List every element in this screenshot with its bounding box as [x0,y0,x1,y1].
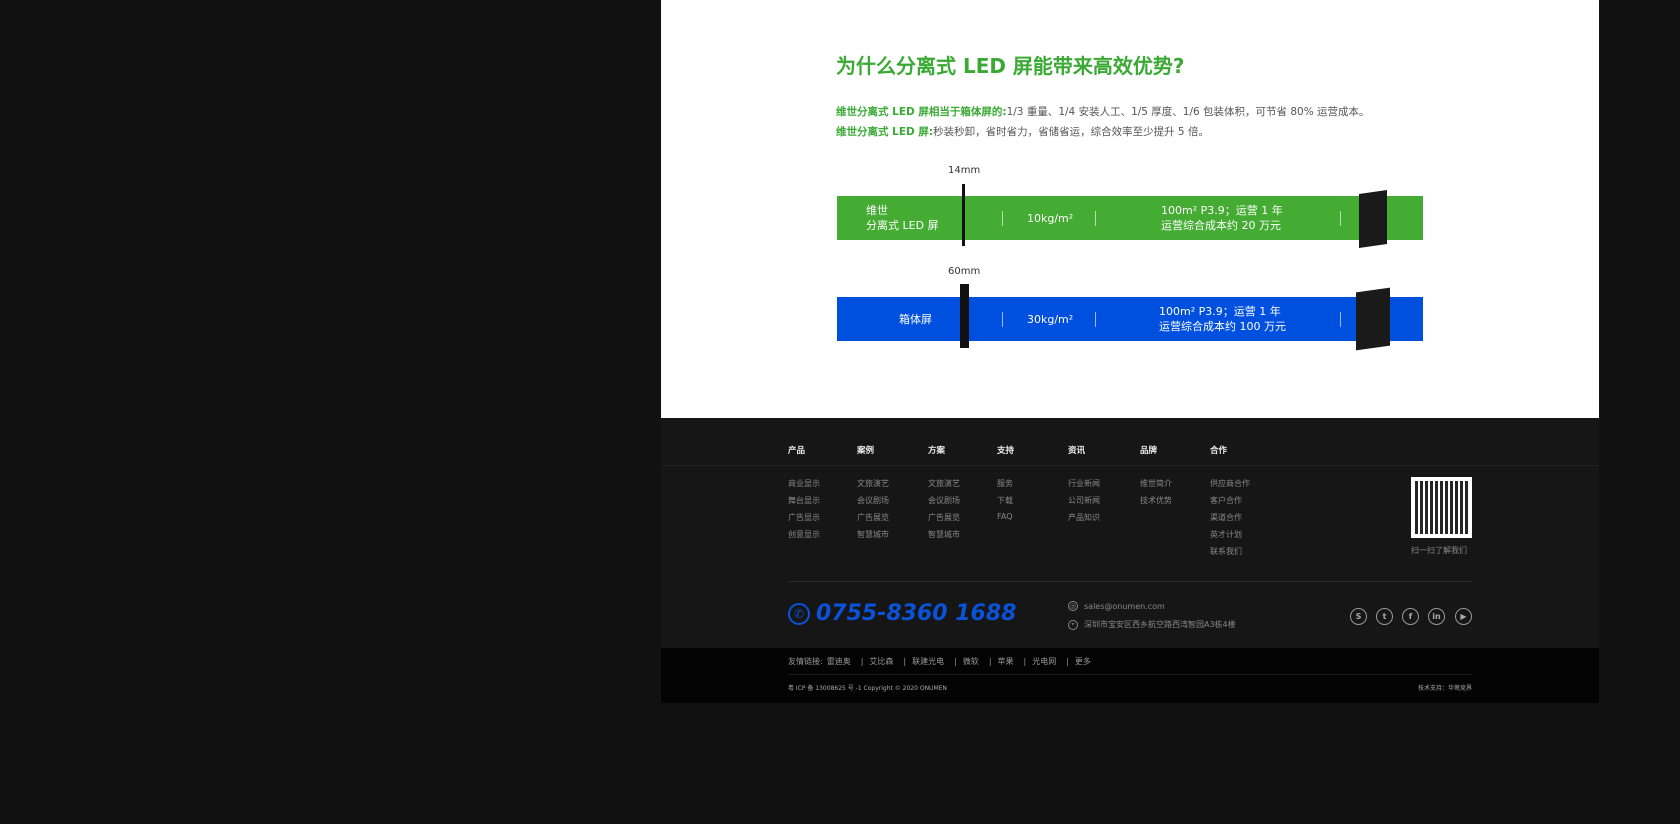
separator: | [860,657,864,666]
friend-link[interactable]: 艾比森 [869,657,894,666]
separator: | [903,657,907,666]
footer-link[interactable]: 创意显示 [788,530,820,539]
cabinet-image [1356,287,1390,351]
footer: 产品商业显示舞台显示广告显示创意显示案例文旅演艺会议剧场广告展览智慧城市方案文旅… [661,418,1599,648]
email-icon: @ [1068,601,1078,611]
desc-text: 秒装秒卸，省时省力，省储省运，综合效率至少提升 5 倍。 [933,126,1209,138]
footer-link[interactable]: 广告显示 [788,513,820,522]
content-section: 为什么分离式 LED 屏能带来高效优势? 维世分离式 LED 屏相当于箱体屏的:… [661,0,1599,418]
cabinet-side-image [960,284,969,348]
desc-text: 1/3 重量、1/4 安装人工、1/5 厚度、1/6 包装体积，可节省 80% … [1006,106,1370,118]
separator: | [1066,657,1069,666]
footer-column: 案例文旅演艺会议剧场广告展览智慧城市 [857,444,889,546]
footer-link[interactable]: 会议剧场 [857,496,889,505]
footer-column: 产品商业显示舞台显示广告显示创意显示 [788,444,820,546]
footer-link[interactable]: 文旅演艺 [928,479,960,488]
footer-column: 方案文旅演艺会议剧场广告展览智慧城市 [928,444,960,546]
friend-link[interactable]: 光电网 [1032,657,1057,666]
qr-caption: 扫一扫了解我们 [1411,546,1467,555]
description-line-1: 维世分离式 LED 屏相当于箱体屏的:1/3 重量、1/4 安装人工、1/5 厚… [836,104,1370,119]
desc-label: 维世分离式 LED 屏相当于箱体屏的: [836,106,1007,118]
row-name: 箱体屏 [899,312,932,326]
facebook-icon[interactable]: f [1402,608,1419,625]
footer-column-title: 合作 [1210,446,1228,456]
address: ⌖深圳市宝安区西乡航空路西湾智园A3栋4楼 [1068,619,1236,630]
friend-link[interactable]: 苹果 [997,657,1014,666]
footer-column-title: 案例 [857,446,875,456]
footer-bottom: 友情链接:雷迪奥 | 艾比森 | 联建光电 | 微软 | 苹果 | 光电网 | 更多 粤 ICP 备 1… [661,648,1599,703]
twitter-icon[interactable]: t [1376,608,1393,625]
tech-support[interactable]: 技术支持：华莺竞界 [1417,685,1472,692]
friend-link[interactable]: 联建光电 [912,657,945,666]
comparison-row-modular: 维世分离式 LED 屏 10kg/m² 100m² P3.9；运营 1 年运营综… [837,196,1423,240]
footer-link[interactable]: 服务 [997,479,1013,488]
copyright: 粤 ICP 备 13008625 号 -1 Copyright © 2020 O… [788,685,947,692]
footer-link[interactable]: 智慧城市 [857,530,889,539]
footer-link[interactable]: 文旅演艺 [857,479,889,488]
footer-column-title: 支持 [997,446,1015,456]
thickness-label: 60mm [948,266,981,277]
footer-link[interactable]: 维世简介 [1140,479,1172,488]
thin-panel-image [962,184,965,246]
footer-link[interactable]: 公司新闻 [1068,496,1100,505]
separator: | [988,657,992,666]
youtube-icon[interactable]: ▶ [1455,608,1472,625]
footer-column-title: 资讯 [1068,446,1086,456]
led-panel-image [1359,190,1387,248]
footer-link[interactable]: 渠道合作 [1210,513,1242,522]
comparison-row-cabinet: 箱体屏 30kg/m² 100m² P3.9；运营 1 年运营综合成本约 100… [837,297,1423,341]
row-weight: 30kg/m² [1027,312,1074,326]
linkedin-icon[interactable]: in [1428,608,1445,625]
location-icon: ⌖ [1068,619,1078,630]
footer-link[interactable]: 智慧城市 [928,530,960,539]
footer-column: 支持服务下载 FAQ [997,444,1014,529]
footer-link[interactable]: 英才计划 [1210,530,1242,539]
footer-link[interactable]: 客户合作 [1210,496,1242,505]
desc-label: 维世分离式 LED 屏: [836,126,934,138]
friend-links-label: 友情链接: [788,657,823,666]
footer-link[interactable]: 商业显示 [788,479,820,488]
footer-link[interactable]: 会议剧场 [928,496,960,505]
friend-link[interactable]: 更多 [1074,657,1091,666]
row-cost: 100m² P3.9；运营 1 年运营综合成本约 100 万元 [1159,305,1286,333]
footer-column: 资讯行业新闻公司新闻产品知识 [1068,444,1100,529]
separator: | [954,657,957,666]
footer-link[interactable]: 广告展览 [857,513,889,522]
footer-link[interactable]: 舞台显示 [788,496,820,505]
qr-code [1411,477,1472,538]
footer-column-title: 方案 [928,446,946,456]
row-cost: 100m² P3.9；运营 1 年运营综合成本约 20 万元 [1161,204,1283,232]
thickness-label: 14mm [948,165,981,176]
row-name: 维世分离式 LED 屏 [866,204,939,232]
footer-link[interactable]: 广告展览 [928,513,960,522]
friend-links: 友情链接:雷迪奥 | 艾比森 | 联建光电 | 微软 | 苹果 | 光电网 | 更多 [788,656,1095,667]
footer-column-title: 产品 [788,446,806,456]
footer-link[interactable]: 技术优势 [1140,496,1172,505]
footer-link[interactable]: 行业新闻 [1068,479,1100,488]
separator: | [1023,657,1027,666]
footer-link[interactable]: 产品知识 [1068,513,1100,522]
footer-column: 品牌维世简介技术优势 [1140,444,1172,512]
section-title: 为什么分离式 LED 屏能带来高效优势? [836,54,1185,78]
skype-icon[interactable]: S [1350,608,1367,625]
footer-column: 合作供应商合作客户合作渠道合作英才计划联系我们 [1210,444,1250,563]
friend-link[interactable]: 雷迪奥 [826,657,851,666]
phone-icon: ✆ [788,602,810,625]
footer-link[interactable]: 供应商合作 [1210,479,1250,488]
footer-link[interactable]: 下载 [997,496,1013,505]
row-weight: 10kg/m² [1027,211,1074,225]
description-line-2: 维世分离式 LED 屏:秒装秒卸，省时省力，省储省运，综合效率至少提升 5 倍。 [836,124,1209,139]
footer-link[interactable]: FAQ [997,512,1013,521]
email[interactable]: @sales@onumen.com [1068,601,1165,611]
footer-column-title: 品牌 [1140,446,1158,456]
footer-link[interactable]: 联系我们 [1210,547,1242,556]
phone-number[interactable]: ✆0755-8360 1688 [788,601,1016,626]
friend-link[interactable]: 微软 [962,657,979,666]
